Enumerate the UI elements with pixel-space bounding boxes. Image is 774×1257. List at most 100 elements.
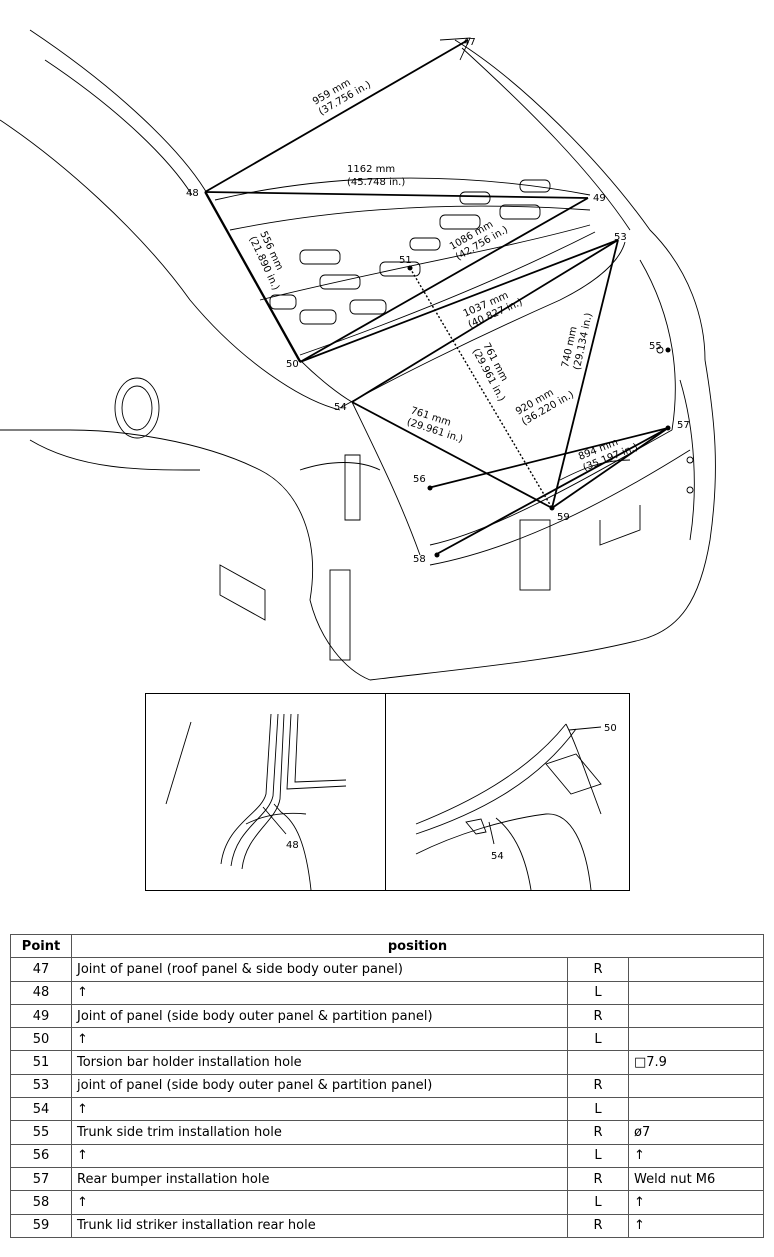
table-row: 58↑L↑	[10, 1190, 764, 1215]
point-label-48: 48	[186, 188, 199, 199]
point-label-53: 53	[614, 232, 627, 243]
point-label-51: 51	[399, 255, 412, 266]
dotted-measurement-line	[409, 267, 553, 509]
position-column-header: position	[71, 933, 764, 959]
point-label-55: 55	[649, 341, 662, 352]
description-cell: Trunk side trim installation hole	[71, 1120, 568, 1145]
spec-cell	[628, 1073, 764, 1099]
measurement-label-49-50: 1086 mm (42.756 in.)	[448, 214, 510, 263]
side-cell	[567, 1050, 629, 1075]
description-cell: Joint of panel (roof panel & side body o…	[71, 957, 568, 982]
spec-cell	[628, 980, 764, 1005]
table-row: 56↑L↑	[10, 1143, 764, 1168]
point-cell: 53	[10, 1073, 72, 1099]
point-cell: 55	[10, 1120, 72, 1145]
description-cell: ↑	[71, 1190, 568, 1215]
point-cell: 51	[10, 1050, 72, 1075]
measurement-lines	[204, 39, 669, 556]
spec-cell	[628, 1027, 764, 1052]
detail-label-48: 48	[286, 840, 299, 851]
point-label-54: 54	[334, 402, 347, 413]
spec-cell: ↑	[628, 1143, 764, 1168]
measurement-label-48-49: 1162 mm (45.748 in.)	[347, 164, 405, 188]
spec-cell: ↑	[628, 1213, 764, 1238]
point-label-50: 50	[286, 359, 299, 370]
table-row: 54↑L	[10, 1097, 764, 1122]
point-cell: 50	[10, 1027, 72, 1052]
side-cell: L	[567, 1027, 629, 1052]
side-cell: R	[567, 1166, 629, 1192]
table-header-row: Point position	[10, 933, 764, 959]
measurement-labels: 959 mm (37.756 in.) 1162 mm (45.748 in.)…	[246, 69, 639, 474]
measurement-label-48-50: 556 mm (21.890 in.)	[246, 230, 292, 293]
point-markers	[407, 265, 671, 558]
description-cell: ↑	[71, 1097, 568, 1122]
side-cell: R	[567, 1073, 629, 1099]
point-cell: 59	[10, 1213, 72, 1238]
side-cell: L	[567, 1097, 629, 1122]
point-cell: 54	[10, 1097, 72, 1122]
detail-view-point-48: 48	[145, 693, 386, 891]
spec-cell: ↑	[628, 1190, 764, 1215]
point-cell: 49	[10, 1003, 72, 1029]
measurement-label-53-59: 740 mm (29.134 in.)	[560, 309, 595, 371]
measurement-label-47-48: 959 mm (37.756 in.)	[311, 69, 373, 118]
body-outline-drawing	[0, 29, 716, 681]
description-cell: ↑	[71, 980, 568, 1005]
detail-drawing-50-54: 50 54	[415, 723, 617, 890]
point-label-56: 56	[413, 474, 426, 485]
spec-cell: ø7	[628, 1120, 764, 1145]
side-cell: L	[567, 1143, 629, 1168]
point-label-59: 59	[557, 512, 570, 523]
table-row: 50↑L	[10, 1027, 764, 1052]
spec-cell	[628, 1097, 764, 1122]
spec-cell: □7.9	[628, 1050, 764, 1075]
description-cell: joint of panel (side body outer panel & …	[71, 1073, 568, 1099]
detail-view-points-50-54: 50 54	[385, 693, 630, 891]
point-cell: 58	[10, 1190, 72, 1215]
point-label-47: 47	[463, 37, 476, 48]
rear-body-dimension-diagram: 959 mm (37.756 in.) 1162 mm (45.748 in.)…	[0, 29, 716, 681]
description-cell: Rear bumper installation hole	[71, 1166, 568, 1192]
point-label-58: 58	[413, 554, 426, 565]
measurement-label-54-59: 761 mm (29.961 in.)	[405, 405, 468, 445]
side-cell: R	[567, 1120, 629, 1145]
spec-cell: Weld nut M6	[628, 1166, 764, 1192]
point-label-49: 49	[593, 193, 606, 204]
table-row: 48↑L	[10, 980, 764, 1005]
point-cell: 48	[10, 980, 72, 1005]
side-cell: R	[567, 1003, 629, 1029]
point-cell: 57	[10, 1166, 72, 1192]
description-cell: Joint of panel (side body outer panel & …	[71, 1003, 568, 1029]
measurement-label-51-59: 761 mm (29.961 in.)	[470, 341, 518, 403]
description-cell: Trunk lid striker installation rear hole	[71, 1213, 568, 1238]
description-cell: Torsion bar holder installation hole	[71, 1050, 568, 1075]
measurement-label-50-53: 1037 mm (40.827 in.)	[462, 286, 525, 331]
spec-cell	[628, 957, 764, 982]
spec-cell	[628, 1003, 764, 1029]
side-cell: R	[567, 957, 629, 982]
description-cell: ↑	[71, 1027, 568, 1052]
point-label-57: 57	[677, 420, 690, 431]
point-cell: 56	[10, 1143, 72, 1168]
detail-label-50: 50	[604, 723, 617, 734]
measurement-label-54-53: 920 mm (36.220 in.)	[514, 379, 576, 428]
detail-drawing-48: 48	[165, 713, 347, 890]
point-cell: 47	[10, 957, 72, 982]
side-cell: L	[567, 980, 629, 1005]
side-cell: R	[567, 1213, 629, 1238]
description-cell: ↑	[71, 1143, 568, 1168]
side-cell: L	[567, 1190, 629, 1215]
point-column-header: Point	[10, 933, 72, 959]
detail-label-54: 54	[491, 851, 504, 862]
point-labels: 47 48 49 50 51 53 54 55 56 57 58 59	[186, 37, 690, 565]
